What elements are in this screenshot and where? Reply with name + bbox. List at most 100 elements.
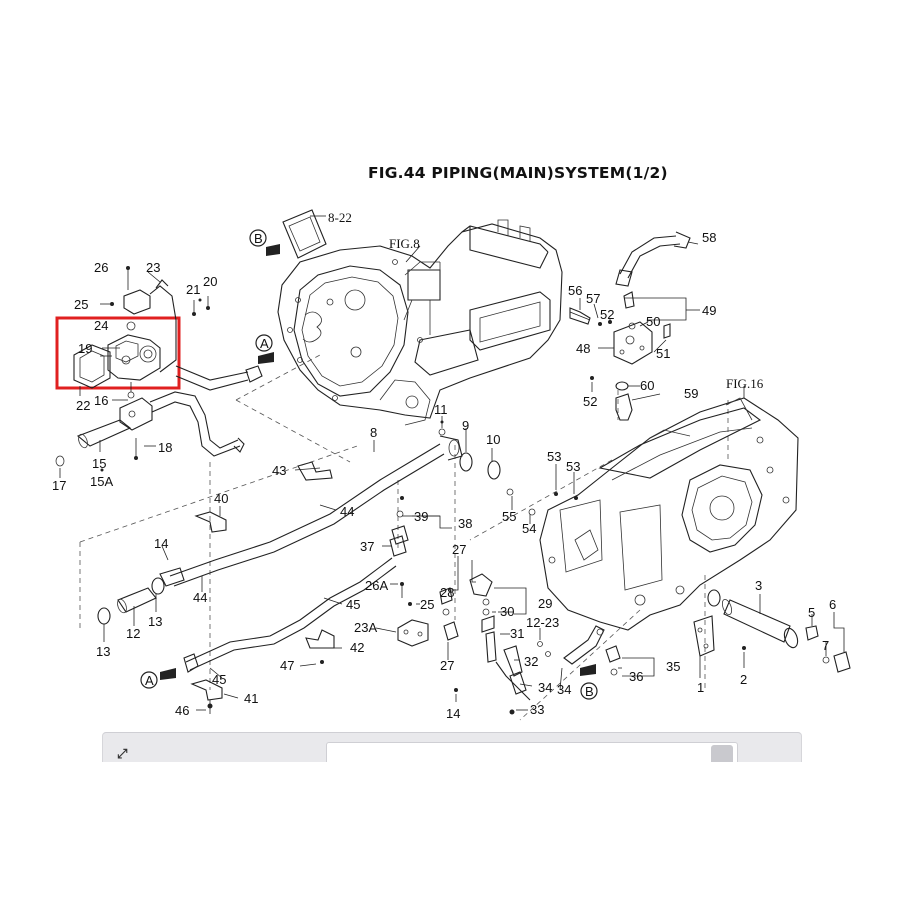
part-label: 27 bbox=[440, 658, 454, 673]
part-label: 59 bbox=[684, 386, 698, 401]
expand-icon: ⤢ bbox=[117, 746, 128, 761]
transmission-housing-front bbox=[277, 219, 563, 426]
part-number-labels: 1 2 3 5 6 7 8 9 10 11 12 13 13 14 14 15 … bbox=[52, 230, 836, 721]
connector-b-top: B bbox=[249, 229, 280, 256]
ref-8-22: 8-22 bbox=[328, 210, 352, 225]
part-label: 7 bbox=[822, 638, 829, 653]
part-label: 20 bbox=[203, 274, 217, 289]
part-label: 19 bbox=[78, 341, 92, 356]
part-label: 41 bbox=[244, 691, 258, 706]
valve-assembly-48 bbox=[569, 231, 691, 421]
part-label: 17 bbox=[52, 478, 66, 493]
part-label: 23A bbox=[354, 620, 377, 635]
fittings-group bbox=[397, 573, 605, 715]
transmission-housing-rear bbox=[539, 397, 799, 631]
part-label: 29 bbox=[538, 596, 552, 611]
part-label: 43 bbox=[272, 463, 286, 478]
part-label: 56 bbox=[568, 283, 582, 298]
pipe-clamps bbox=[190, 461, 335, 714]
part-label: 16 bbox=[94, 393, 108, 408]
fittings-37-39 bbox=[391, 496, 409, 545]
highlight-box bbox=[55, 316, 181, 390]
part-label: 45 bbox=[212, 672, 226, 687]
return-pipe-a bbox=[175, 365, 263, 391]
part-label: 46 bbox=[175, 703, 189, 718]
part-label: 49 bbox=[702, 303, 716, 318]
fig-ref-16: FIG.16 bbox=[726, 376, 764, 391]
plugs-53-55 bbox=[506, 488, 578, 516]
send-button[interactable] bbox=[711, 745, 733, 763]
connector-b-label: B bbox=[254, 231, 263, 246]
part-label: 10 bbox=[486, 432, 500, 447]
part-label: 2 bbox=[740, 672, 747, 687]
part-label: 8 bbox=[370, 425, 377, 440]
part-label: 40 bbox=[214, 491, 228, 506]
diagram-title: FIG.44 PIPING(MAIN)SYSTEM(1/2) bbox=[368, 164, 668, 182]
part-label: 26A bbox=[365, 578, 388, 593]
part-label: 9 bbox=[462, 418, 469, 433]
part-label: 34 bbox=[538, 680, 552, 695]
part-label: 12 bbox=[126, 626, 140, 641]
orings-9-10 bbox=[438, 420, 501, 480]
part-label: 39 bbox=[414, 509, 428, 524]
connector-a-label-2: A bbox=[145, 673, 154, 688]
hydraulic-pump-assembly bbox=[55, 316, 181, 399]
part-label: 51 bbox=[656, 346, 670, 361]
part-label: 31 bbox=[510, 626, 524, 641]
filter-head bbox=[100, 266, 210, 373]
part-label: 27 bbox=[452, 542, 466, 557]
part-label: 57 bbox=[586, 291, 600, 306]
part-label: 15 bbox=[92, 456, 106, 471]
part-label: 53 bbox=[566, 459, 580, 474]
part-label: 25 bbox=[74, 297, 88, 312]
part-label: 22 bbox=[76, 398, 90, 413]
part-label: 38 bbox=[458, 516, 472, 531]
part-label: 37 bbox=[360, 539, 374, 554]
part-label: 35 bbox=[666, 659, 680, 674]
part-label: 14 bbox=[154, 536, 168, 551]
part-label: 47 bbox=[280, 658, 294, 673]
part-label: 42 bbox=[350, 640, 364, 655]
part-label: 14 bbox=[446, 706, 460, 721]
part-label: 26 bbox=[94, 260, 108, 275]
part-label: 13 bbox=[148, 614, 162, 629]
part-label: 58 bbox=[702, 230, 716, 245]
connector-b-bottom: B bbox=[580, 664, 598, 700]
connector-a-top: A bbox=[255, 334, 274, 364]
part-label: 30 bbox=[500, 604, 514, 619]
delivery-pipe bbox=[159, 435, 463, 587]
message-input[interactable] bbox=[326, 742, 738, 763]
leader-lines bbox=[59, 241, 845, 711]
part-label: 32 bbox=[524, 654, 538, 669]
part-label: 55 bbox=[502, 509, 516, 524]
part-label: 5 bbox=[808, 605, 815, 620]
part-label: 52 bbox=[600, 307, 614, 322]
part-label: 60 bbox=[640, 378, 654, 393]
part-label: 34 bbox=[557, 682, 571, 697]
pipe-45 bbox=[183, 535, 407, 673]
part-label: 44 bbox=[193, 590, 207, 605]
toolbar-tab[interactable]: ⤢ bbox=[117, 746, 133, 762]
part-label: 45 bbox=[346, 597, 360, 612]
connector-a-label: A bbox=[260, 336, 269, 351]
part-label: 23 bbox=[146, 260, 160, 275]
part-label: 11 bbox=[434, 402, 448, 417]
part-label: 36 bbox=[629, 669, 643, 684]
part-label: 33 bbox=[530, 702, 544, 717]
part-label: 18 bbox=[158, 440, 172, 455]
connector-b-label-2: B bbox=[585, 684, 594, 699]
part-label: 52 bbox=[583, 394, 597, 409]
cover-plate bbox=[282, 209, 327, 259]
part-label: 44 bbox=[340, 504, 354, 519]
part-label: 24 bbox=[94, 318, 108, 333]
part-label: 13 bbox=[96, 644, 110, 659]
part-label: 6 bbox=[829, 597, 836, 612]
part-label: 50 bbox=[646, 314, 660, 329]
dashed-guide-lines bbox=[79, 354, 729, 721]
part-label: 15A bbox=[90, 474, 113, 489]
part-label: 54 bbox=[522, 521, 536, 536]
bottom-toolbar: ⤢ bbox=[102, 732, 802, 763]
strainer-assembly bbox=[605, 589, 851, 676]
